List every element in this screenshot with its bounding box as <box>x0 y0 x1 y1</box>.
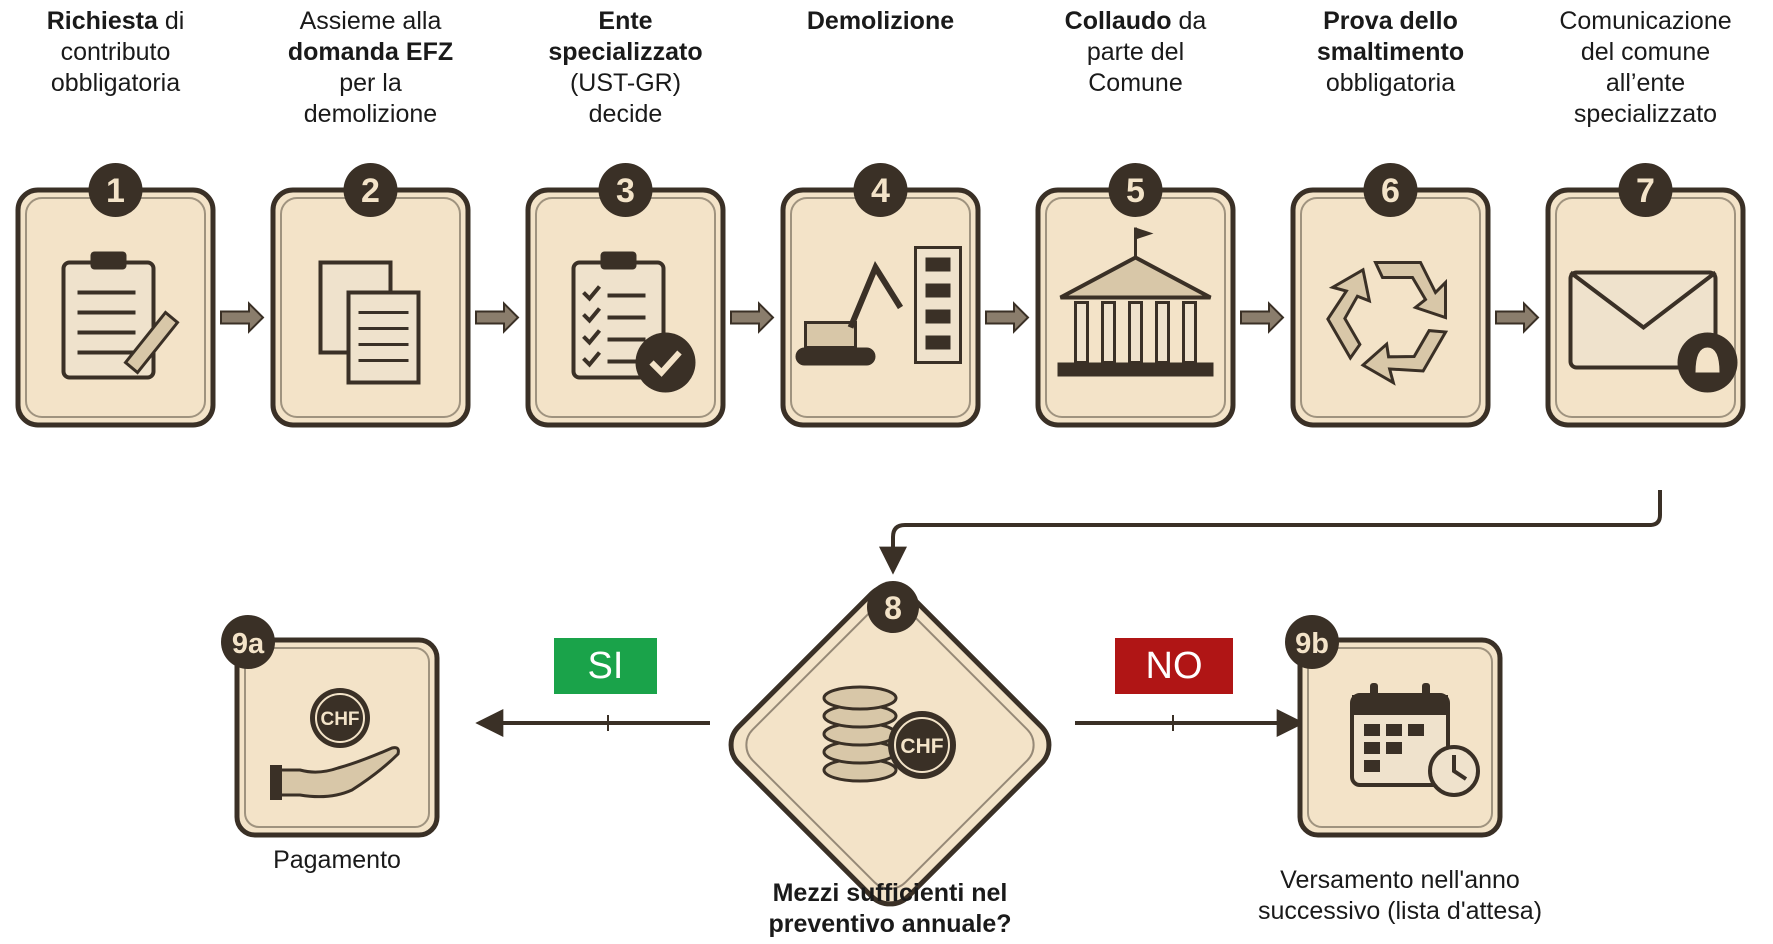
recycle-icon <box>1326 261 1449 386</box>
arrow-4-to-5 <box>985 301 1030 334</box>
step-arrows <box>220 301 1540 334</box>
badge-6-number: 6 <box>1381 172 1400 210</box>
badge-7-number: 7 <box>1636 172 1655 210</box>
badge-9a-number: 9a <box>232 628 265 660</box>
yes-tag: SI <box>554 638 657 694</box>
town-hall-icon <box>1057 227 1214 377</box>
badge-4-number: 4 <box>871 172 890 210</box>
badge-1 <box>88 163 143 217</box>
arrow-1-to-2 <box>220 301 265 334</box>
result-9a-label: Pagamento <box>273 846 401 874</box>
envelope-bell-icon <box>1568 270 1738 393</box>
badge-4 <box>853 163 908 217</box>
badge-2 <box>343 163 398 217</box>
arrow-2-to-3 <box>475 301 520 334</box>
hand-chf-icon: CHF <box>270 688 400 800</box>
badge-8-number: 8 <box>884 590 902 626</box>
result-card-9a: CHF 9a <box>221 615 440 838</box>
calendar-clock-icon <box>1350 683 1480 797</box>
step-card-1: 1 <box>15 163 216 428</box>
arrow-6-to-7 <box>1495 301 1540 334</box>
badge-5 <box>1108 163 1163 217</box>
badge-9b <box>1285 615 1339 669</box>
result-card-9b: 9b <box>1285 615 1503 838</box>
arrow-5-to-6 <box>1240 301 1285 334</box>
clipboard-pencil-icon <box>61 251 180 380</box>
step-card-2: 2 <box>270 163 471 428</box>
coins-chf-icon: CHF <box>822 685 956 783</box>
badge-8 <box>867 581 919 633</box>
connector-7-to-8 <box>879 490 1662 575</box>
excavator-demolition-icon <box>795 246 962 366</box>
badge-5-number: 5 <box>1126 172 1145 210</box>
badge-3-number: 3 <box>616 172 635 210</box>
documents-icon <box>318 260 421 385</box>
badge-6 <box>1363 163 1418 217</box>
badge-1-number: 1 <box>106 172 125 210</box>
decision-node: CHF 8 <box>728 581 1052 907</box>
step-card-5: 5 <box>1035 163 1236 428</box>
arrow-3-to-4 <box>730 301 775 334</box>
step-card-4: 4 <box>780 163 981 428</box>
decision-question: Mezzi sufficienti nel preventivo annuale… <box>768 879 1012 938</box>
step-card-6: 6 <box>1290 163 1491 428</box>
step-card-3: 3 <box>525 163 726 428</box>
badge-7 <box>1618 163 1673 217</box>
badge-3 <box>598 163 653 217</box>
no-tag: NO <box>1115 638 1233 694</box>
step-4-caption: Demolizione <box>806 7 955 35</box>
result-9b-label: Versamento nell'anno successivo (lista d… <box>1257 866 1543 925</box>
checklist-approval-icon <box>571 251 696 393</box>
badge-9b-number: 9b <box>1295 628 1329 660</box>
step-card-7: 7 <box>1545 163 1746 428</box>
steps-row: 1 2 3 4 5 6 7 <box>15 163 1746 428</box>
decision-coin-label: CHF <box>900 735 943 758</box>
9a-coin-label: CHF <box>320 709 359 730</box>
badge-9a <box>221 615 275 669</box>
badge-2-number: 2 <box>361 172 380 210</box>
